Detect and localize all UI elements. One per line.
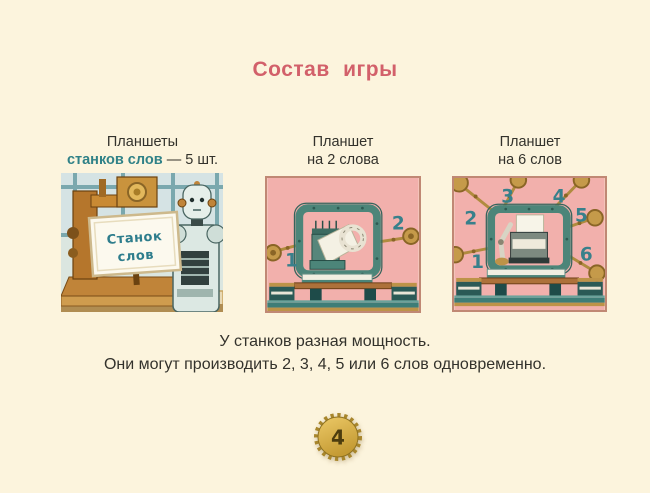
word-machine-robot-image: Станок слов (61, 173, 223, 312)
robot (150, 181, 223, 312)
board-2-image: 1 2 (267, 178, 419, 311)
illustration-board-6-words: 1 2 3 4 5 6 (452, 176, 607, 312)
workbench (454, 268, 605, 307)
caption-line: на 6 слов (498, 152, 562, 168)
illustration-board-2-words: 1 2 (265, 176, 421, 313)
description-line1: У станков разная мощность. (219, 333, 431, 350)
sign-text-line2: слов (117, 248, 154, 266)
machine-sign: Станок слов (87, 210, 183, 286)
output-number: 5 (575, 206, 588, 227)
output-number: 6 (580, 245, 593, 266)
output-number: 4 (553, 186, 566, 207)
caption-line: Планшеты (106, 134, 179, 150)
drive-gears (267, 227, 419, 262)
caption-line: Планшет (499, 134, 561, 150)
caption-count: — 5 шт. (162, 152, 219, 168)
page-title: Состав игры (252, 58, 398, 81)
page-number-badge: 4 (311, 410, 365, 464)
caption-line: Планшет (312, 134, 374, 150)
drive-gears (454, 178, 605, 282)
workbench (267, 273, 419, 311)
output-number: 2 (464, 209, 477, 230)
caption-board-6-words: Планшет на 6 слов (450, 133, 610, 171)
machines-description: У станков разная мощность. Они могут про… (0, 331, 650, 376)
board-6-image: 1 2 3 4 5 6 (454, 178, 605, 310)
printing-press (309, 220, 367, 270)
printing-press (495, 214, 550, 266)
output-number: 2 (392, 213, 405, 234)
output-number: 1 (285, 250, 298, 271)
caption-board-2-words: Планшет на 2 слова (263, 133, 423, 171)
sign-text-line1: Станок (106, 229, 163, 248)
gear-icon: 4 (314, 413, 362, 461)
page-number: 4 (331, 426, 345, 450)
description-line2: Они могут производить 2, 3, 4, 5 или 6 с… (103, 355, 547, 373)
caption-line: на 2 слова (307, 152, 379, 168)
illustration-word-machine-robot: Станок слов (61, 173, 223, 312)
robot-head (182, 184, 212, 220)
caption-highlight: станков слов (66, 152, 163, 168)
caption-machine-boards: Планшеты станков слов — 5 шт. (35, 133, 250, 171)
output-number: 3 (501, 186, 514, 207)
output-number: 1 (471, 252, 484, 273)
